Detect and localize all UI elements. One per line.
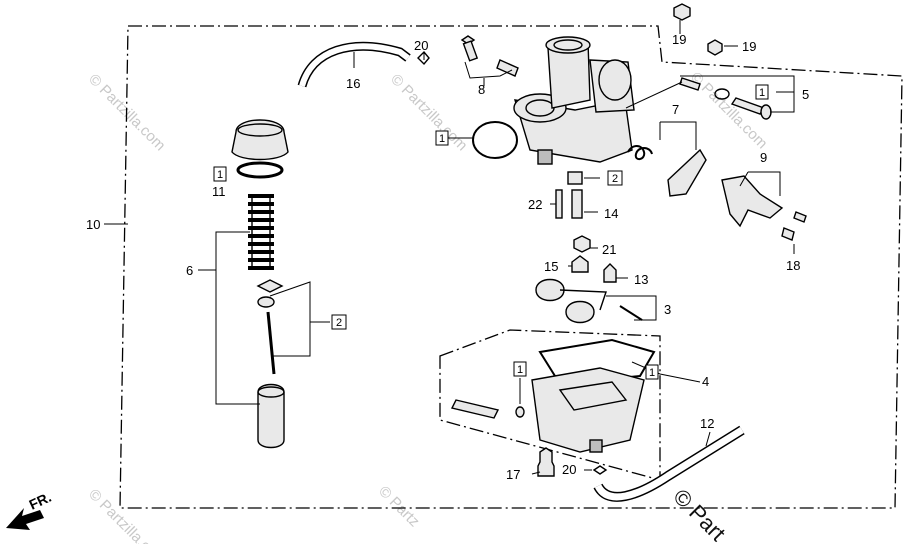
boxed-number: 1: [649, 367, 655, 379]
boxed-number: 1: [517, 364, 523, 376]
boxed-number: 1: [759, 87, 765, 99]
watermark: © Partz: [375, 483, 423, 531]
float-valve: [603, 263, 617, 283]
callout: 20: [414, 38, 428, 53]
callout: 9: [760, 150, 767, 165]
leader-lines: [104, 20, 795, 475]
callout: 17: [506, 467, 520, 482]
boxed-number: 1: [439, 133, 445, 145]
callout: 6: [186, 263, 193, 278]
callout: 19: [672, 32, 686, 47]
front-label: FR.: [27, 489, 54, 513]
callout: 14: [604, 206, 618, 221]
boxed-number: 2: [336, 317, 342, 329]
fuel-tube-inner: [299, 43, 410, 87]
boxed-number: 1: [217, 169, 223, 181]
main-jet: [573, 235, 591, 253]
nut: [673, 3, 691, 21]
float-chamber-group: [439, 329, 661, 481]
tube-clip: [417, 50, 430, 66]
throttle-valve-assembly: [231, 119, 289, 449]
air-screw-set: [460, 35, 519, 79]
callout: 19: [742, 39, 756, 54]
throttle-bracket: [627, 145, 707, 197]
screw: [793, 211, 807, 223]
callout: 12: [700, 416, 714, 431]
tube-clip: [592, 465, 608, 475]
float-valve-seat: [571, 255, 589, 273]
boxed-number: 2: [612, 173, 618, 185]
watermark: © Partzilla.com: [85, 486, 168, 544]
float-chamber: [450, 338, 656, 453]
callout: 20: [562, 462, 576, 477]
callout: 18: [786, 258, 800, 273]
needle-jet-holder: [567, 171, 583, 185]
slow-jet: [555, 189, 563, 219]
assembly-boundary: [119, 25, 903, 509]
o-ring: [472, 121, 518, 159]
nut: [707, 39, 723, 56]
callout: 3: [664, 302, 671, 317]
watermark: © Partzilla.com: [387, 71, 470, 154]
choke-lever: [721, 175, 784, 228]
screw: [781, 227, 795, 241]
callout: 5: [802, 87, 809, 102]
front-direction-arrow: [6, 508, 44, 530]
callout: 13: [634, 272, 648, 287]
callout: 22: [528, 197, 542, 212]
callout: 10: [86, 217, 100, 232]
callout: 15: [544, 259, 558, 274]
callout: 21: [602, 242, 616, 257]
drain-screw: [537, 447, 555, 477]
callout-labels: 10 11 6 16 20 8 19 19 5 7 9 18 22 14 21 …: [86, 32, 809, 482]
callout: 16: [346, 76, 360, 91]
callout: 11: [212, 184, 226, 199]
needle-jet: [571, 189, 583, 219]
carburetor-body: [513, 36, 635, 165]
callout: 8: [478, 82, 485, 97]
float: [535, 278, 643, 324]
callout: 4: [702, 374, 709, 389]
boxed-quantities: 1 1 1 2 2 1 1: [213, 84, 769, 380]
callout: 7: [672, 102, 679, 117]
watermark: © Part: [668, 484, 730, 544]
